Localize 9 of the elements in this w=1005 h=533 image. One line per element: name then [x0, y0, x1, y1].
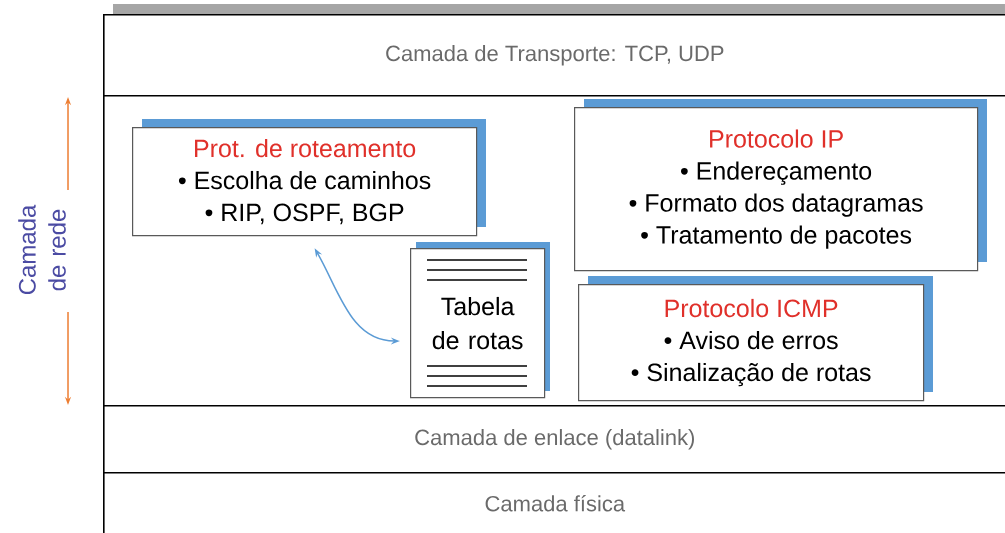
layer-label: Camada de rede: [18, 204, 66, 295]
layer-band: Camada de enlace (datalink): [103, 405, 1005, 474]
node-label: Camada de enlace (datalink): [415, 429, 694, 450]
layer-band: Camada de Transporte: TCP, UDP: [103, 14, 1005, 97]
protocol-box: Protocolo ICMP • Aviso de erros • Sinalização de rotas: [578, 276, 933, 402]
layer-band: Camada física: [103, 472, 1005, 533]
protocol-box: Protocolo IP • Endereçamento • Formato dos datagramas • Tratamento de pacotes: [574, 99, 987, 272]
protocol-box: Prot. de roteamento • Escolha de caminhos • RIP, OSPF, BGP: [132, 119, 486, 237]
document-box: Tabela de rotas: [410, 242, 550, 399]
